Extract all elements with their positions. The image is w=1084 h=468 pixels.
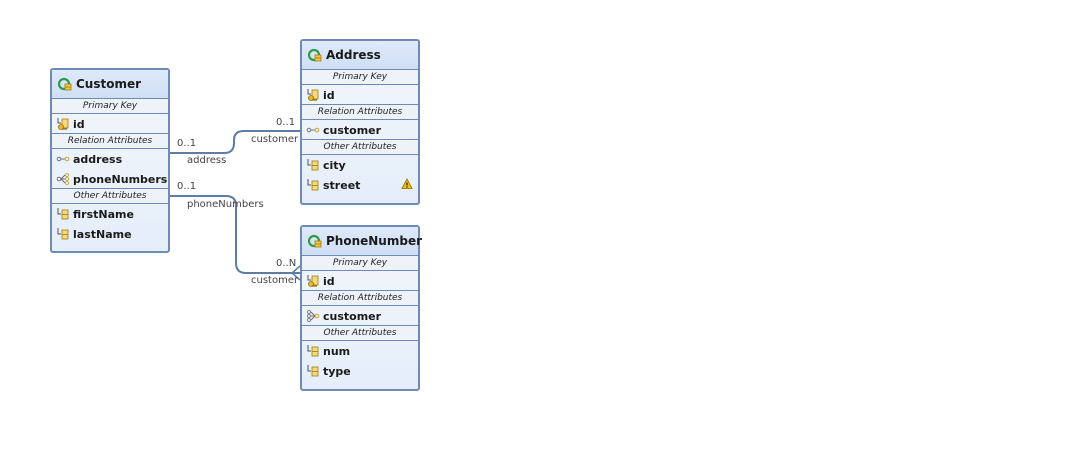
relation-section-label: Relation Attributes <box>302 290 418 306</box>
entity-icon <box>308 234 322 248</box>
phone-target-cardinality: 0..N <box>276 258 297 269</box>
other-section-label: Other Attributes <box>302 139 418 155</box>
one-to-one-relation-icon <box>306 127 320 133</box>
attribute-icon <box>57 228 69 240</box>
attribute-row[interactable]: id <box>302 271 418 291</box>
other-section-label: Other Attributes <box>302 325 418 341</box>
attribute-row[interactable]: customer <box>302 120 418 140</box>
phone-number-entity-header[interactable]: PhoneNumber <box>302 227 422 256</box>
attribute-name: id <box>73 117 85 131</box>
address-target-role: customer <box>251 134 299 145</box>
attribute-name: id <box>323 88 335 102</box>
many-arrowhead <box>290 265 301 281</box>
entity-title: Customer <box>76 77 142 91</box>
one-to-one-relation-icon <box>56 156 70 162</box>
entity-icon <box>308 48 322 62</box>
attribute-icon <box>57 208 69 220</box>
attribute-icon <box>307 345 319 357</box>
attribute-name: id <box>323 274 335 288</box>
attribute-row[interactable]: street <box>302 175 418 195</box>
customer-entity[interactable]: Customer Primary Key id Relation Attribu… <box>50 68 170 253</box>
relation-section-label: Relation Attributes <box>52 133 168 149</box>
phone-target-role: customer <box>251 275 299 286</box>
customer-phone-connector[interactable] <box>169 195 302 274</box>
attribute-row[interactable]: id <box>302 85 418 105</box>
customer-entity-header[interactable]: Customer <box>52 70 168 99</box>
address-entity-header[interactable]: Address <box>302 41 418 70</box>
warning-icon[interactable] <box>401 178 413 190</box>
address-source-role: address <box>187 155 227 166</box>
attribute-name: customer <box>323 123 382 137</box>
attribute-icon <box>307 365 319 377</box>
attribute-name: address <box>73 152 123 166</box>
relation-section-label: Relation Attributes <box>302 104 418 120</box>
attribute-row[interactable]: customer <box>302 306 418 326</box>
attribute-name: customer <box>323 309 382 323</box>
primary-key-icon <box>307 275 319 287</box>
address-entity[interactable]: Address Primary Key id Relation Attribut… <box>300 39 420 205</box>
attribute-name: type <box>323 364 351 378</box>
many-to-one-relation-icon <box>307 310 320 322</box>
attribute-row[interactable]: lastName <box>52 224 168 244</box>
attribute-row[interactable]: city <box>302 155 418 175</box>
attribute-name: firstName <box>73 207 134 221</box>
entity-title: PhoneNumber <box>326 234 422 248</box>
primary-key-section-label: Primary Key <box>52 98 168 114</box>
phone-number-entity[interactable]: PhoneNumber Primary Key id Relation Attr… <box>300 225 422 391</box>
primary-key-section-label: Primary Key <box>302 255 418 271</box>
attribute-name: phoneNumbers <box>73 172 168 186</box>
attribute-row[interactable]: firstName <box>52 204 168 224</box>
attribute-row[interactable]: num <box>302 341 418 361</box>
one-to-many-relation-icon <box>56 173 69 185</box>
phone-source-role: phoneNumbers <box>187 199 264 210</box>
attribute-row[interactable]: address <box>52 149 168 169</box>
address-target-cardinality: 0..1 <box>276 117 296 128</box>
other-section-label: Other Attributes <box>52 188 168 204</box>
primary-key-icon <box>307 89 319 101</box>
attribute-row[interactable]: id <box>52 114 168 134</box>
entity-icon <box>58 77 72 91</box>
address-source-cardinality: 0..1 <box>177 138 197 149</box>
primary-key-icon <box>57 118 69 130</box>
attribute-name: num <box>323 344 351 358</box>
attribute-row[interactable]: phoneNumbers <box>52 169 168 189</box>
attribute-name: lastName <box>73 227 132 241</box>
attribute-icon <box>307 179 319 191</box>
attribute-name: city <box>323 158 346 172</box>
customer-address-connector[interactable] <box>169 130 302 154</box>
attribute-name: street <box>323 178 361 192</box>
attribute-icon <box>307 159 319 171</box>
attribute-row[interactable]: type <box>302 361 418 381</box>
entity-title: Address <box>326 48 381 62</box>
phone-source-cardinality: 0..1 <box>177 181 197 192</box>
primary-key-section-label: Primary Key <box>302 69 418 85</box>
